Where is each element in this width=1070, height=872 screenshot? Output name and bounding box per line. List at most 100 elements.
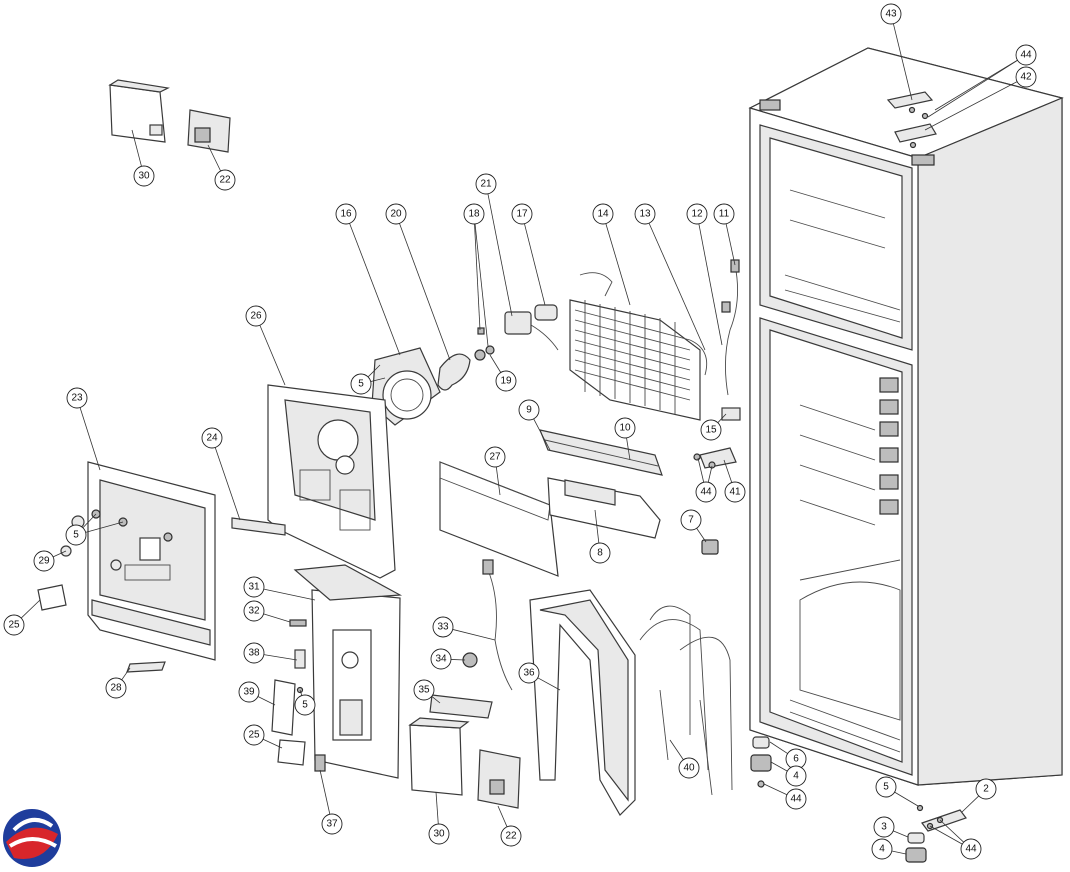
leader-line-9 [533, 418, 551, 451]
callout-number: 16 [340, 209, 352, 220]
leader-line-31 [263, 588, 316, 601]
pcb-22-top [187, 109, 231, 153]
callout-number: 32 [248, 606, 260, 617]
callout-number: 9 [526, 405, 532, 416]
callout-circle [321, 813, 343, 835]
callout-20: 20 [385, 203, 407, 225]
control-box-30-top [108, 79, 170, 143]
bottom-hinge-and-feet [750, 736, 967, 863]
leader-line-22 [497, 805, 508, 827]
evaporator-cover-panel [267, 384, 396, 579]
callout-27: 27 [484, 446, 506, 468]
callout-number: 22 [505, 831, 517, 842]
leader-line-5 [85, 521, 124, 533]
callout-5: 5 [875, 776, 897, 798]
callout-19: 19 [495, 370, 517, 392]
leader-line-14 [605, 223, 631, 306]
callout-11: 11 [713, 203, 735, 225]
leader-line-44 [697, 457, 705, 483]
leader-line-39 [257, 696, 276, 706]
callout-circle [65, 524, 87, 546]
callout-circle [678, 757, 700, 779]
leader-line-5 [299, 689, 303, 696]
leader-line-18 [474, 223, 481, 331]
callout-number: 44 [700, 487, 712, 498]
leader-line-3 [893, 830, 909, 838]
leader-line-25 [262, 738, 283, 749]
callout-circle [335, 203, 357, 225]
leader-line-27 [495, 466, 501, 496]
leader-line-7 [696, 528, 707, 543]
callout-36: 36 [518, 662, 540, 684]
callout-circle [871, 838, 893, 860]
callout-number: 33 [437, 622, 449, 633]
callout-number: 4 [879, 844, 885, 855]
callout-16: 16 [335, 203, 357, 225]
leader-line-5 [82, 513, 97, 529]
callout-39: 39 [238, 681, 260, 703]
leader-line-44 [939, 819, 964, 843]
callout-circle [484, 446, 506, 468]
leader-line-10 [626, 437, 631, 461]
leader-line-4 [891, 850, 907, 855]
callout-number: 28 [110, 683, 122, 694]
callout-2: 2 [975, 778, 997, 800]
callout-24: 24 [201, 427, 223, 449]
callout-number: 42 [1020, 72, 1032, 83]
callout-number: 21 [480, 179, 492, 190]
callout-circle [3, 614, 25, 636]
callout-number: 39 [243, 687, 255, 698]
leader-line-18 [474, 223, 489, 347]
callout-number: 20 [390, 209, 402, 220]
callout-circle [214, 169, 236, 191]
small-bracket-41 [693, 447, 737, 469]
callout-number: 19 [500, 376, 512, 387]
callout-circle [785, 788, 807, 810]
leader-line-15 [717, 413, 727, 423]
callout-22: 22 [500, 825, 522, 847]
leader-line-5 [370, 377, 386, 382]
door-liner-31 [293, 564, 403, 779]
callout-number: 31 [248, 582, 260, 593]
callout-37: 37 [321, 813, 343, 835]
callout-circle [500, 825, 522, 847]
callout-5: 5 [294, 694, 316, 716]
callout-26: 26 [245, 305, 267, 327]
callout-number: 43 [885, 9, 897, 20]
strip-28 [126, 661, 166, 673]
leader-line-26 [259, 325, 286, 386]
callout-circle [518, 399, 540, 421]
callout-number: 5 [883, 782, 889, 793]
callout-circle [680, 509, 702, 531]
callout-circle [614, 417, 636, 439]
parts-32-37-38-39-25 [271, 619, 326, 772]
connector-7 [701, 539, 719, 555]
callout-12: 12 [686, 203, 708, 225]
callout-number: 10 [619, 423, 631, 434]
leader-line-38 [263, 654, 298, 661]
callout-44: 44 [695, 481, 717, 503]
callout-circle [243, 724, 265, 746]
callout-circle [385, 203, 407, 225]
callout-number: 18 [468, 209, 480, 220]
callout-circle [430, 648, 452, 670]
callout-number: 24 [206, 433, 218, 444]
callout-13: 13 [634, 203, 656, 225]
callout-number: 38 [248, 648, 260, 659]
callout-4: 4 [871, 838, 893, 860]
callout-15: 15 [700, 419, 722, 441]
callout-5: 5 [350, 373, 372, 395]
callout-circle [1015, 66, 1037, 88]
callout-number: 26 [250, 311, 262, 322]
callout-number: 44 [790, 794, 802, 805]
callout-circle [243, 642, 265, 664]
callout-number: 3 [881, 822, 887, 833]
leader-line-41 [723, 459, 733, 483]
callout-circle [495, 370, 517, 392]
leader-line-11 [725, 223, 736, 266]
callout-number: 25 [8, 620, 20, 631]
evaporator-coil [569, 272, 708, 421]
fan-blade [437, 353, 471, 391]
